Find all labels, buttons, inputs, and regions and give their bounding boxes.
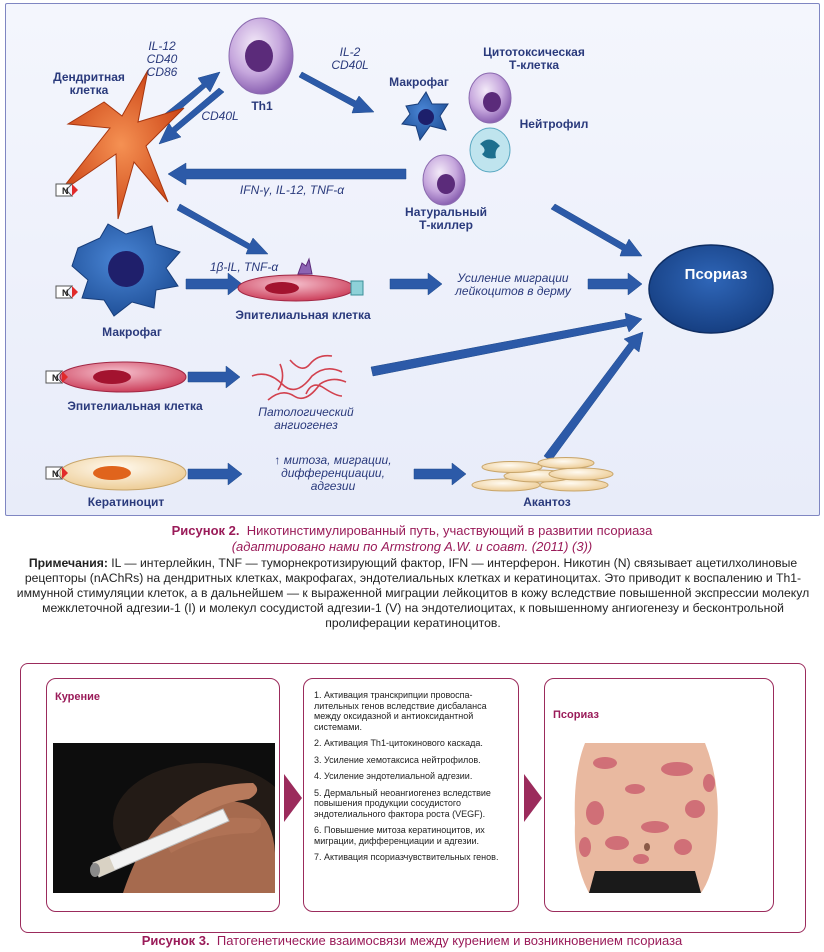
acanthosis-stack — [471, 457, 614, 492]
arrow-dc-to-epi — [176, 203, 269, 255]
arrow-kera-to-effects — [187, 462, 243, 486]
arrow-mac-to-epi — [185, 272, 243, 296]
label-cytotoxic-t-cell: Цитотоксическая Т-клетка — [483, 45, 585, 72]
figure-3-caption-text: Патогенетические взаимосвязи между курен… — [216, 933, 683, 948]
psoriasis-title: Псориаз — [553, 709, 599, 721]
step-item: 1. Активация транскрипции провоспа-лител… — [314, 690, 487, 732]
figure-3-panel: Курение 1. Активация транскрипции провос… — [20, 663, 806, 933]
keratinocyte — [59, 455, 187, 491]
neutrophil — [469, 127, 511, 173]
figure-2-caption: Рисунок 2. Никотинстимулированный путь, … — [0, 523, 824, 538]
label-mac-to-epi: 1β-IL, TNF-α — [209, 260, 279, 274]
label-neutrophil: Нейтрофил — [519, 117, 589, 131]
label-migration: Усиление миграции лейкоцитов в дерму — [455, 271, 571, 298]
cytotoxic-t-cell — [468, 72, 512, 124]
arrow-cells-to-dc — [167, 162, 407, 186]
psoriasis-photo — [565, 743, 725, 893]
step-item: 5. Дермальный неоангиогенез вследствие п… — [314, 787, 491, 819]
step-item: 3. Усиление хемотаксиса нейтрофилов. — [314, 754, 481, 765]
step-item: 4. Усиление эндотелиальной адгезии. — [314, 771, 473, 781]
figure-2-caption-sub: (адаптировано нами по Armstrong A.W. и с… — [231, 539, 593, 554]
label-dendritic-cell: Дендритная клетка — [53, 70, 125, 97]
arrow-epi-to-migration — [389, 272, 443, 296]
steps-list: 1. Активация транскрипции провоспа-лител… — [314, 690, 512, 869]
nk-cell — [422, 154, 466, 206]
label-to-th1: IL-12 CD40 CD86 — [146, 39, 178, 79]
angiogenesis-vessels — [251, 354, 347, 401]
arrow-th1-to-cells — [298, 71, 375, 114]
arrow-migration-to-psoriasis — [587, 272, 643, 296]
label-angiogenesis: Патологический ангиогенез — [258, 405, 354, 432]
chevron-right-icon — [524, 774, 542, 822]
steps-panel: 1. Активация транскрипции провоспа-лител… — [303, 678, 519, 912]
svg-text:N: N — [62, 186, 69, 196]
label-from-th1: CD40L — [201, 109, 239, 123]
figure-2-notes: Примечания: IL — интерлейкин, TNF — тумо… — [12, 556, 814, 631]
figure-3-caption-title: Рисунок 3. — [141, 933, 210, 948]
label-keratinocyte-effects: ↑ митоза, миграции, дифференциации, адге… — [274, 453, 392, 493]
chevron-right-icon — [284, 774, 302, 822]
label-th1: Th1 — [251, 99, 273, 113]
label-epithelial-mid: Эпителиальная клетка — [235, 308, 371, 322]
nicotine-dc: N — [55, 183, 78, 197]
macrophage-large — [71, 223, 181, 317]
psoriasis-node — [648, 244, 774, 334]
svg-text:N: N — [52, 469, 59, 479]
nicotine-epithelial: N — [45, 370, 68, 384]
step-item: 6. Повышение митоза кератиноцитов, их ми… — [314, 825, 485, 846]
label-th1-to-cells: IL-2 CD40L — [331, 45, 369, 72]
psoriasis-panel: Псориаз — [544, 678, 774, 912]
nicotine-macrophage: N — [55, 285, 78, 299]
smoking-photo — [53, 743, 275, 893]
diagram-canvas: N N N N — [45, 17, 774, 492]
nicotine-keratinocyte: N — [45, 466, 68, 480]
notes-label: Примечания: — [28, 556, 108, 570]
label-macrophage-top: Макрофаг — [389, 75, 449, 89]
epithelial-cell-low — [59, 361, 187, 393]
dendritic-cell — [57, 69, 185, 220]
label-macrophage: Макрофаг — [102, 325, 162, 339]
label-epithelial-low: Эпителиальная клетка — [67, 399, 203, 413]
arrow-th1-to-dc — [158, 87, 225, 145]
smoking-panel: Курение — [46, 678, 280, 912]
notes-text: IL — интерлейкин, TNF — туморнекротизиру… — [16, 556, 810, 630]
th1-cell — [228, 17, 294, 95]
label-nk-cell: Натуральный Т-киллер — [405, 205, 487, 232]
epithelial-cell-mid — [237, 257, 364, 302]
step-item: 2. Активация Th1-цитокинового каскада. — [314, 738, 483, 748]
figure-3-caption: Рисунок 3. Патогенетические взаимосвязи … — [0, 933, 824, 948]
figure-2-caption-title: Рисунок 2. — [171, 523, 240, 538]
macrophage-small — [401, 91, 449, 142]
figure-2-caption-text: Никотинстимулированный путь, участвующий… — [246, 523, 653, 538]
arrow-epi-low-to-angio — [187, 365, 241, 389]
nicotine-receptors: N N N N — [45, 183, 78, 480]
label-keratinocyte: Кератиноцит — [87, 495, 165, 509]
label-cells-to-dc: IFN-γ, IL-12, TNF-α — [239, 183, 345, 197]
label-psoriasis: Псориаз — [684, 266, 748, 283]
arrow-acanthosis-to-psoriasis — [543, 331, 644, 462]
label-acanthosis: Акантоз — [523, 495, 571, 509]
smoking-title: Курение — [55, 691, 101, 703]
arrows — [151, 71, 644, 486]
figure-2-diagram: N N N N Дендритная клетка Th1 Макрофаг Ц… — [5, 3, 820, 516]
arrow-angio-to-psoriasis — [370, 312, 643, 377]
svg-text:N: N — [52, 373, 59, 383]
step-item: 7. Активация псориазчувствительных генов… — [314, 852, 499, 862]
arrow-effects-to-acanthosis — [413, 462, 467, 486]
svg-text:N: N — [62, 288, 69, 298]
arrow-cells-to-psoriasis — [550, 203, 643, 257]
